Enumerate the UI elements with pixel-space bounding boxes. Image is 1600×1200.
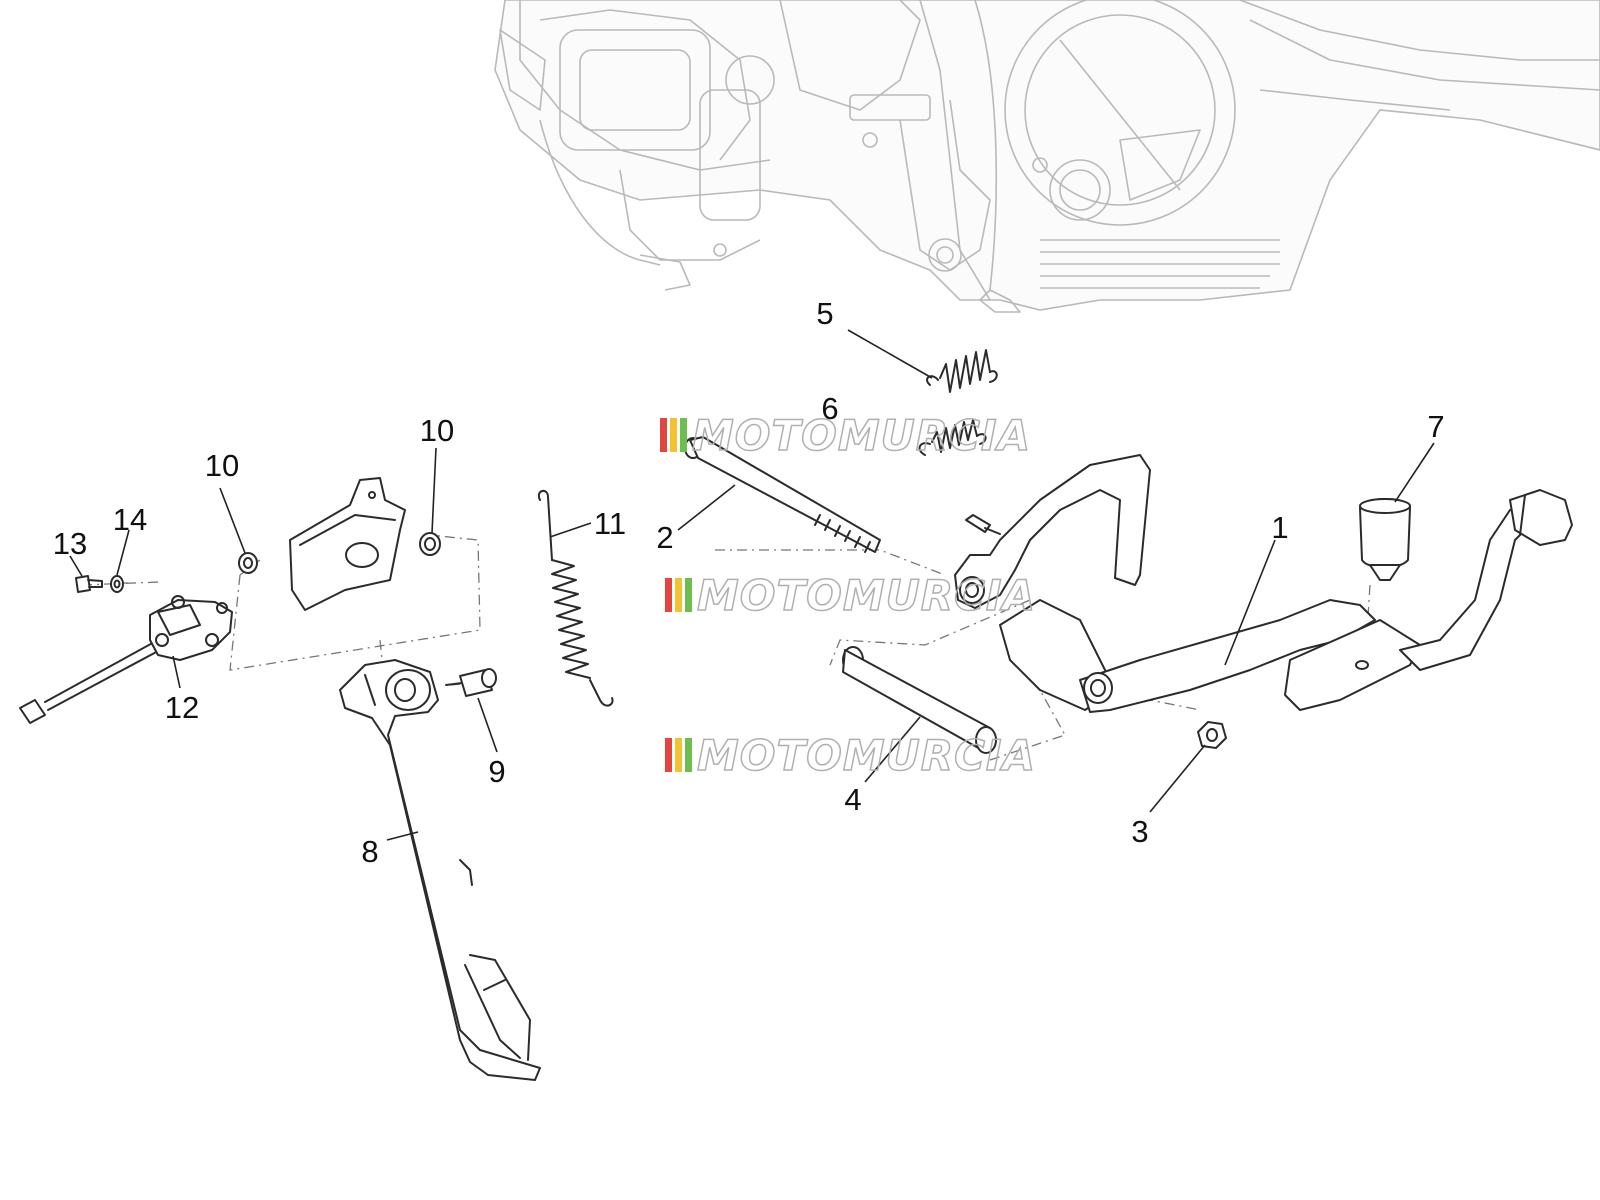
callout-11: 11	[594, 506, 626, 541]
callout-10-right: 10	[420, 413, 454, 448]
part-4-tube	[842, 646, 997, 754]
engine-background	[494, 0, 1600, 313]
leader-lines	[69, 329, 1435, 841]
callout-12: 12	[165, 690, 199, 725]
part-5-spring	[926, 349, 998, 393]
watermark-stripe-icon	[675, 578, 682, 612]
watermark-stripe-icon	[665, 578, 672, 612]
part-3-nut	[1197, 721, 1227, 749]
watermark-text: MOTOMURCIA	[692, 411, 1031, 460]
part-10-washer-right	[419, 532, 441, 556]
watermark-text: MOTOMURCIA	[697, 731, 1036, 780]
watermark-bottom: MOTOMURCIA	[665, 730, 1036, 781]
callout-5: 5	[816, 296, 833, 331]
watermark-stripe-icon	[670, 418, 677, 452]
callout-2: 2	[656, 520, 673, 555]
part-7-rubber-foot	[1359, 498, 1411, 581]
callout-9: 9	[488, 754, 505, 789]
part-11-spring	[537, 489, 614, 707]
watermark-text: MOTOMURCIA	[697, 571, 1036, 620]
watermark-middle: MOTOMURCIA	[665, 570, 1036, 621]
callout-3: 3	[1131, 814, 1148, 849]
callout-1: 1	[1271, 510, 1288, 545]
callout-4: 4	[844, 782, 861, 817]
watermark-stripe-icon	[685, 738, 692, 772]
switch-bracket-plate	[289, 477, 406, 611]
watermark-top: MOTOMURCIA	[660, 410, 1031, 461]
part-1-center-stand	[954, 454, 1573, 713]
part-8-side-stand	[339, 659, 541, 1081]
callout-6: 6	[821, 391, 838, 426]
watermark-stripe-icon	[685, 578, 692, 612]
part-14-washer	[110, 575, 124, 593]
watermark-stripe-icon	[675, 738, 682, 772]
part-13-screw	[75, 575, 103, 593]
part-10-washer-left	[238, 552, 258, 574]
callout-7: 7	[1427, 409, 1444, 444]
part-9-pin	[445, 668, 497, 697]
callout-8: 8	[361, 834, 378, 869]
watermark-stripe-icon	[665, 738, 672, 772]
watermark-stripe-icon	[660, 418, 667, 452]
callout-labels: 1 2 3 4 5 6 7 8 9 10 10 11 12 13 14	[53, 296, 1445, 869]
callout-10-left: 10	[205, 448, 239, 483]
part-6-spring	[918, 419, 987, 456]
watermark-stripe-icon	[680, 418, 687, 452]
assembly-guide-lines	[81, 534, 1371, 761]
part-12-side-stand-switch	[19, 595, 233, 724]
callout-14: 14	[113, 502, 147, 537]
callout-13: 13	[53, 526, 87, 561]
